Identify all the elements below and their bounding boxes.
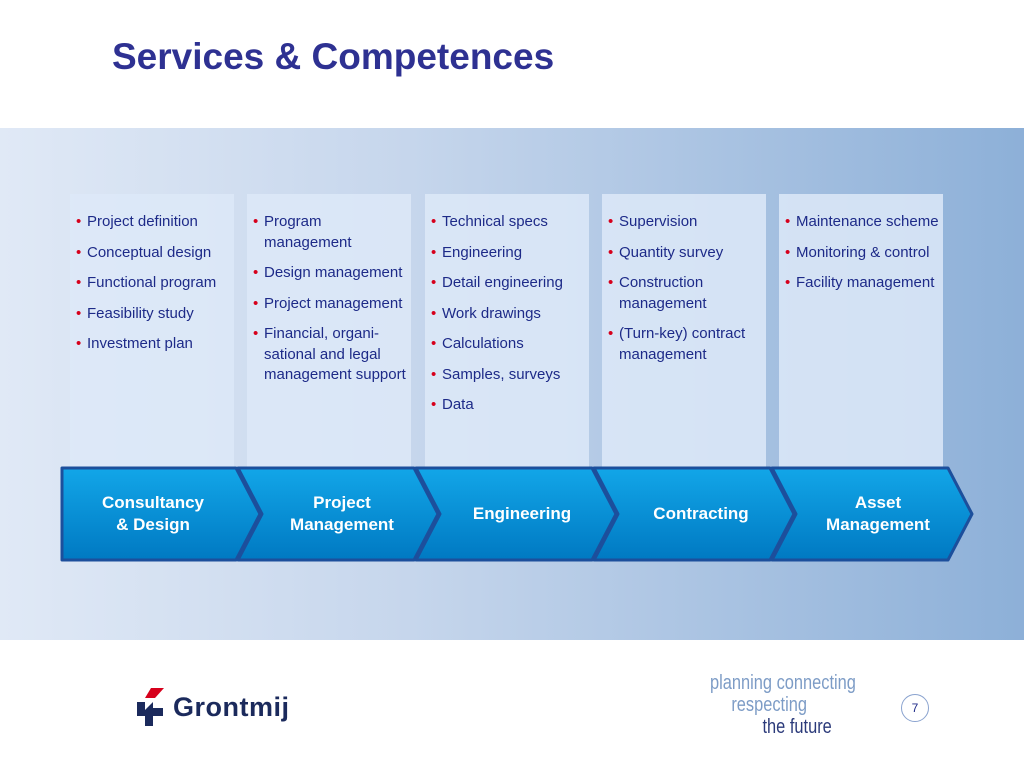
column-panel-contracting: •Supervision •Quantity survey •Construct… — [602, 194, 766, 467]
list-item: •Engineering — [431, 243, 523, 261]
list-item: •Work drawings — [431, 304, 541, 322]
list-item: •Data — [431, 396, 474, 413]
list-item: •Supervision — [608, 213, 698, 230]
tagline: planning connecting respecting the futur… — [710, 672, 858, 738]
stage-label-project-management: Project Management — [290, 493, 394, 534]
list-item: •Project definition — [76, 213, 198, 230]
bullet-list: •Project definition •Conceptual design •… — [76, 212, 230, 355]
tagline-line-3: the future — [762, 716, 832, 738]
page-number: 7 — [901, 694, 929, 722]
list-item: •Construction management — [608, 274, 707, 312]
bullet-list: •Technical specs •Engineering •Detail en… — [431, 212, 585, 416]
column-panel-project-management: •Program management •Design management •… — [247, 194, 411, 467]
logo-wordmark: Grontmij — [173, 691, 290, 722]
list-item: •Program management — [253, 213, 352, 251]
tagline-line-2: respecting — [731, 694, 807, 716]
bullet-list: •Program management •Design management •… — [253, 212, 407, 386]
stage-chevron-engineering — [414, 466, 618, 562]
stage-chevron-asset-management — [770, 466, 974, 562]
grontmij-logo-icon — [137, 688, 164, 726]
grontmij-logo: Grontmij — [133, 686, 290, 728]
list-item: •Calculations — [431, 335, 524, 352]
list-item: •Functional program — [76, 274, 217, 291]
stage-label-engineering: Engineering — [472, 504, 572, 523]
list-item: •Facility management — [785, 274, 935, 291]
process-bar — [60, 466, 976, 562]
stage-label-contracting: Contracting — [653, 504, 749, 523]
stage-chevron-contracting — [592, 466, 796, 562]
list-item: •Project management — [253, 294, 403, 312]
slide-title: Services & Competences — [112, 36, 555, 77]
list-item: •(Turn-key) contract management — [608, 325, 746, 363]
list-item: •Quantity survey — [608, 243, 724, 261]
list-item: •Feasibility study — [76, 304, 194, 322]
list-item: •Samples, surveys — [431, 365, 561, 383]
list-item: •Maintenance scheme — [785, 213, 939, 230]
stage-chevron-consultancy — [60, 466, 262, 562]
column-panel-asset-management: •Maintenance scheme •Monitoring & contro… — [779, 194, 943, 467]
list-item: •Monitoring & control — [785, 243, 930, 261]
stage-chevron-project-management — [236, 466, 440, 562]
column-panel-consultancy: •Project definition •Conceptual design •… — [70, 194, 234, 467]
stage-label-asset-management: Asset Management — [826, 493, 930, 534]
list-item: •Conceptual design — [76, 243, 212, 261]
bullet-list: •Supervision •Quantity survey •Construct… — [608, 212, 762, 365]
list-item: •Detail engineering — [431, 274, 563, 291]
tagline-line-1: planning connecting — [710, 672, 856, 694]
bullet-list: •Maintenance scheme •Monitoring & contro… — [785, 212, 939, 294]
column-panel-engineering: •Technical specs •Engineering •Detail en… — [425, 194, 589, 467]
stage-label-consultancy: Consultancy & Design — [101, 493, 205, 534]
list-item: •Technical specs — [431, 213, 548, 230]
list-item: •Design management — [253, 264, 403, 281]
list-item: •Investment plan — [76, 335, 193, 352]
list-item: •Financial, organi-sational and legal ma… — [253, 325, 406, 383]
